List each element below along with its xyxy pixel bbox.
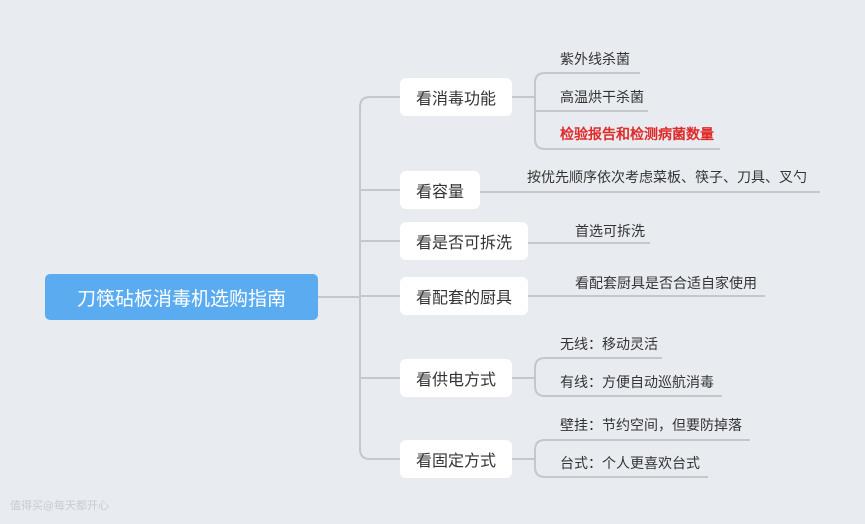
root-node[interactable]: 刀筷砧板消毒机选购指南 — [45, 274, 318, 320]
branch-label: 看是否可拆洗 — [415, 233, 512, 252]
leaf-test-report[interactable]: 检验报告和检测病菌数量 — [560, 127, 714, 143]
branch-utensils[interactable]: 看配套的厨具 — [400, 277, 528, 315]
branch-label: 看配套的厨具 — [415, 288, 512, 307]
branch-power[interactable]: 看供电方式 — [400, 359, 512, 397]
watermark: 值得买@每天都开心 — [10, 499, 109, 512]
leaf-wall-mount[interactable]: 壁挂：节约空间，但要防掉落 — [560, 418, 742, 434]
leaf-washable[interactable]: 首选可拆洗 — [575, 224, 645, 240]
branch-disinfection[interactable]: 看消毒功能 — [400, 78, 512, 116]
branch-mounting[interactable]: 看固定方式 — [400, 440, 512, 478]
branch-label: 看消毒功能 — [415, 89, 496, 108]
leaf-wireless[interactable]: 无线：移动灵活 — [560, 337, 658, 353]
leaf-wired[interactable]: 有线：方便自动巡航消毒 — [560, 375, 714, 391]
leaf-uv[interactable]: 紫外线杀菌 — [560, 52, 630, 68]
branch-label: 看容量 — [415, 182, 464, 201]
branch-washable[interactable]: 看是否可拆洗 — [400, 222, 528, 260]
branch-label: 看固定方式 — [415, 451, 496, 470]
leaf-utensils-fit[interactable]: 看配套厨具是否合适自家使用 — [575, 276, 757, 292]
leaf-capacity-priority[interactable]: 按优先顺序依次考虑菜板、筷子、刀具、叉勺 — [527, 170, 807, 186]
branch-capacity[interactable]: 看容量 — [400, 171, 480, 209]
root-label: 刀筷砧板消毒机选购指南 — [76, 287, 286, 310]
branch-label: 看供电方式 — [415, 370, 496, 389]
leaf-desktop[interactable]: 台式：个人更喜欢台式 — [560, 456, 700, 472]
leaf-heat-dry[interactable]: 高温烘干杀菌 — [560, 90, 644, 106]
